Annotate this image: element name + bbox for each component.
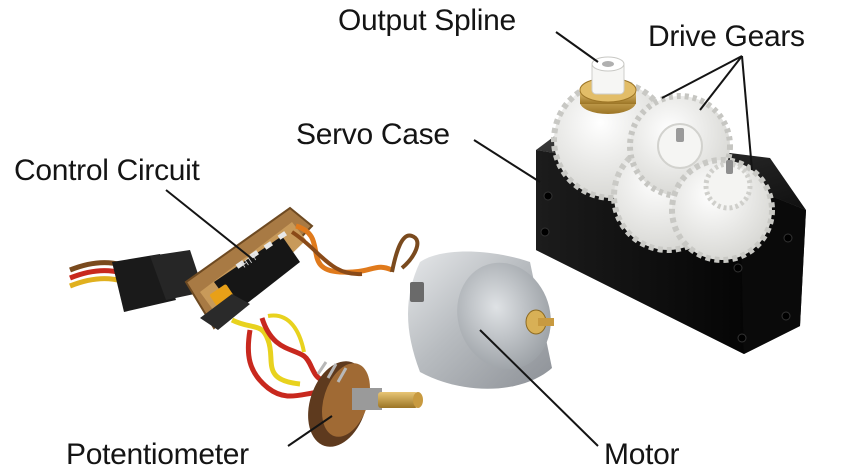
drive-gears [551,79,775,263]
leader-output-spline [555,31,599,63]
motor [408,251,554,389]
leader-control-circuit [165,189,257,263]
leader-drive-gear-3 [741,55,753,171]
leader-motor [479,329,599,447]
leader-lines [165,31,753,447]
label-output-spline: Output Spline [338,4,516,37]
leader-potentiometer [287,415,333,447]
label-potentiometer: Potentiometer [66,438,249,471]
label-motor: Motor [604,438,680,471]
potentiometer [308,361,423,447]
control-circuit: HT7 [69,206,314,330]
output-spline [579,56,637,114]
label-control-circuit: Control Circuit [14,154,200,187]
label-drive-gears: Drive Gears [648,20,805,53]
leader-drive-gear-1 [661,55,743,99]
leader-drive-gear-2 [699,55,743,111]
label-servo-case: Servo Case [296,118,450,151]
leader-servo-case [473,139,541,183]
board-wires [230,223,420,399]
